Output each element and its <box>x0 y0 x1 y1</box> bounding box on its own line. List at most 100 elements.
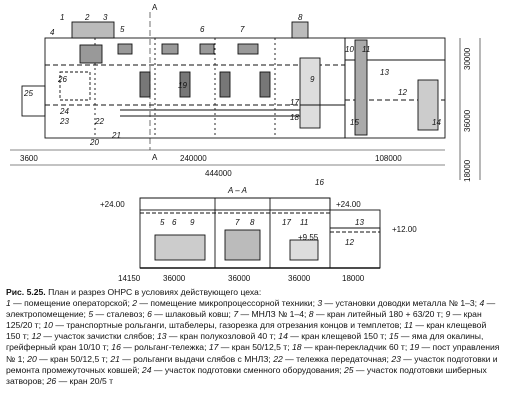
dim-36000: 36000 <box>463 109 472 132</box>
legend-text: — кран полукозловой 40 т; <box>166 331 279 342</box>
plan-label-8: 8 <box>298 13 303 22</box>
level-right: +24.00 <box>336 200 361 209</box>
plan-label-21: 21 <box>111 131 121 140</box>
section-num-6: 6 <box>172 218 177 227</box>
legend-text: — помещение операторской; <box>10 298 133 309</box>
legend-text: — тележка передаточная; <box>282 353 392 364</box>
legend-number: 26 <box>46 375 57 386</box>
dim-108000: 108000 <box>375 154 402 163</box>
plan-upper-annex <box>344 37 446 61</box>
plan-section-mark-bottom: A <box>152 153 158 162</box>
plan-label-19: 19 <box>178 81 187 90</box>
plan-label-20: 20 <box>89 138 99 147</box>
legend-text: — участок подготовки шиберных затворов; <box>6 364 487 386</box>
legend-number: 2 <box>132 298 138 309</box>
legend-text: — кран 125/20 т; <box>6 309 482 331</box>
plan-label-12: 12 <box>398 88 407 97</box>
plan-label-3: 3 <box>103 13 108 22</box>
level-left: +24.00 <box>100 200 125 209</box>
legend-text: — рольганг-тележка; <box>120 342 209 353</box>
legend-text: — участок зачистки слябов; <box>41 331 157 342</box>
section-view <box>139 197 381 269</box>
plan-label-25: 25 <box>23 89 33 98</box>
plan-label-16: 16 <box>315 178 324 187</box>
section-num-7: 7 <box>235 218 240 227</box>
plan-label-14: 14 <box>432 118 441 127</box>
legend-text: — электропомещение; <box>6 298 496 320</box>
section-num-5: 5 <box>160 218 165 227</box>
legend-number: 4 <box>479 298 485 309</box>
plan-and-section-drawing: 1 2 3 4 5 6 7 8 9 10 11 12 13 14 15 16 1… <box>10 3 481 283</box>
legend-number: 18 <box>292 342 302 353</box>
legend-text: — сталевоз; <box>93 309 148 320</box>
span-36000-c: 36000 <box>288 274 311 283</box>
legend-number: 14 <box>278 331 288 342</box>
span-36000-a: 36000 <box>163 274 186 283</box>
legend-number: 9 <box>445 309 451 320</box>
legend-number: 1 <box>6 298 11 309</box>
plan-label-15: 15 <box>350 118 359 127</box>
caption-title-line: Рис. 5.25. План и разрез ОНРС в условиях… <box>6 287 502 298</box>
span-14150: 14150 <box>118 274 141 283</box>
legend-number: 22 <box>273 353 283 364</box>
plan-label-7: 7 <box>240 25 245 34</box>
plan-label-23: 23 <box>59 117 69 126</box>
legend-text: — кран клещевой 150 т; <box>6 320 487 342</box>
legend-text: — шлаковый ковш; <box>151 309 234 320</box>
legend-text: — участок подготовки и ремонта промежуто… <box>6 353 498 375</box>
plan-label-10: 10 <box>345 45 354 54</box>
legend-number: 23 <box>391 353 401 364</box>
plan-section-mark-top: A <box>152 3 158 12</box>
legend-number: 16 <box>111 342 121 353</box>
legend-text: — пост управления № 1; <box>6 342 500 364</box>
section-title: A – A <box>227 186 247 195</box>
caption-legend: 1 — помещение операторской; 2 — помещени… <box>6 298 502 387</box>
section-num-9: 9 <box>190 218 195 227</box>
legend-text: — участок подготовки сменного оборудован… <box>151 364 344 375</box>
level-9-55: +9.55 <box>298 233 319 242</box>
plan-label-6: 6 <box>200 25 205 34</box>
plan-label-17: 17 <box>290 98 299 107</box>
legend-text: — кран литейный 180 + 63/20 т; <box>313 309 446 320</box>
legend-number: 19 <box>409 342 420 353</box>
legend-text: — кран 50/12,5 т; <box>36 353 111 364</box>
section-num-17: 17 <box>282 218 291 227</box>
section-num-11: 11 <box>300 218 308 227</box>
legend-number: 3 <box>317 298 323 309</box>
legend-text: — транспортные рольганги, штабелеры, газ… <box>52 320 405 331</box>
legend-number: 24 <box>141 364 152 375</box>
legend-text: — рольганги выдачи слябов с МНЛЗ; <box>119 353 274 364</box>
dim-444000: 444000 <box>205 169 232 178</box>
dim-30000: 30000 <box>463 47 472 70</box>
caption-title-rest: План и разрез ОНРС в условиях действующе… <box>45 287 262 297</box>
legend-number: 13 <box>156 331 167 342</box>
section-num-8: 8 <box>250 218 255 227</box>
caption-title: Рис. 5.25. <box>6 287 46 297</box>
plan-label-26: 26 <box>57 75 67 84</box>
legend-text: — кран клещевой 150 т; <box>287 331 389 342</box>
section-labels: A – A +24.00 +24.00 +12.00 +9.55 5 6 7 8… <box>100 186 417 283</box>
span-36000-b: 36000 <box>228 274 251 283</box>
plan-label-1: 1 <box>60 13 64 22</box>
legend-number: 6 <box>147 309 152 320</box>
plan-dimensions: 3600 240000 108000 444000 18000 36000 30… <box>20 47 472 182</box>
plan-label-18: 18 <box>290 113 299 122</box>
plan-label-4: 4 <box>50 28 55 37</box>
section-num-13: 13 <box>355 218 364 227</box>
legend-text: — установки доводки металла № 1–3; <box>322 298 480 309</box>
legend-number: 5 <box>88 309 94 320</box>
plan-label-13: 13 <box>380 68 389 77</box>
legend-number: 25 <box>343 364 354 375</box>
legend-number: 15 <box>388 331 399 342</box>
legend-text: — кран 50/12,5 т; <box>218 342 292 353</box>
plan-view <box>10 12 481 180</box>
plan-label-5: 5 <box>120 25 125 34</box>
plan-left-annex <box>21 85 46 117</box>
plan-label-11: 11 <box>362 45 370 54</box>
dim-18000: 18000 <box>463 159 472 182</box>
legend-number: 10 <box>43 320 53 331</box>
dim-3600: 3600 <box>20 154 38 163</box>
span-18000: 18000 <box>342 274 365 283</box>
legend-number: 20 <box>27 353 37 364</box>
legend-number: 21 <box>110 353 120 364</box>
